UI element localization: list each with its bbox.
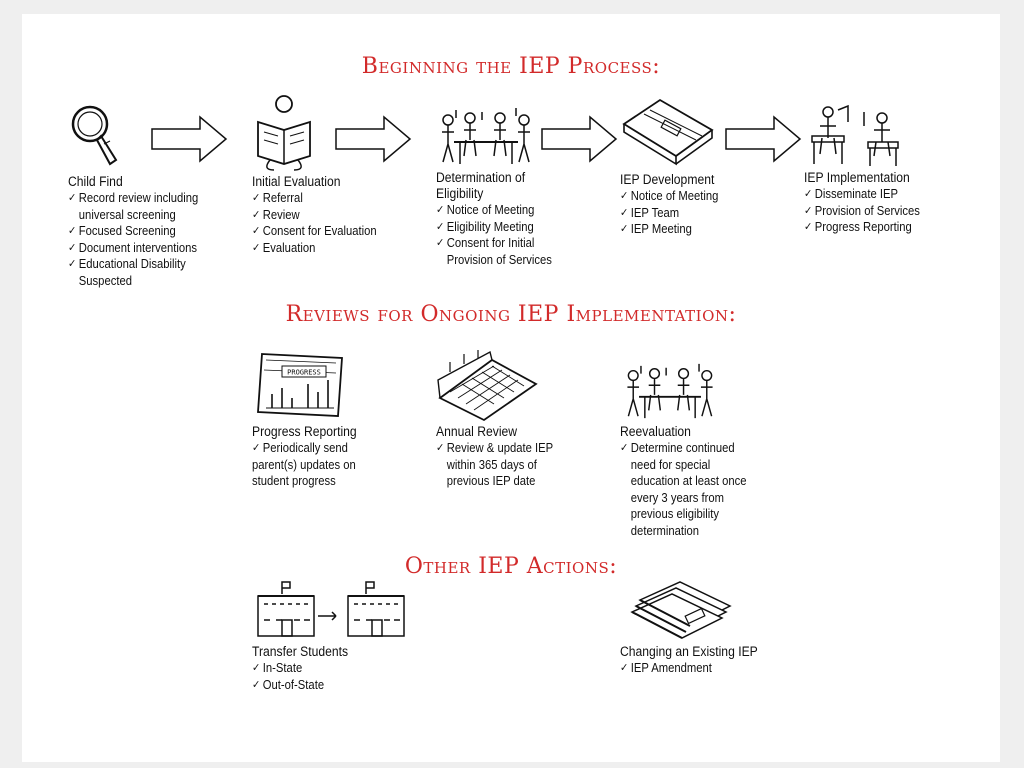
action-changing-existing-iep: Changing an Existing IEP IEP Amendment	[620, 580, 773, 677]
document-stack-icon	[630, 581, 732, 639]
list-item: Determine continued	[620, 440, 747, 457]
review-list: Review & update IEP within 365 days of p…	[436, 440, 566, 490]
list-item: Out-of-State	[252, 677, 396, 694]
action-title: Changing an Existing IEP	[620, 644, 758, 659]
step-title: Child Find	[68, 174, 123, 189]
list-item: within 365 days of	[446, 457, 537, 472]
magnifying-glass-icon	[71, 105, 118, 166]
chart-label: PROGRESS	[287, 369, 321, 377]
list-item: universal screening	[78, 207, 176, 222]
list-item: Evaluation	[252, 240, 377, 257]
diagram-sheet: Beginning the IEP Process: Child Find Re…	[22, 14, 1000, 762]
list-item: Record review including	[68, 190, 198, 207]
team-meeting-icon	[442, 108, 530, 164]
heading-beginning: Beginning the IEP Process:	[361, 54, 661, 79]
step-title-line1: Determination of	[436, 170, 526, 185]
step-list: Disseminate IEP Provision of Services Pr…	[804, 186, 933, 236]
action-transfer-students: Transfer Students In-State Out-of-State	[252, 580, 412, 693]
list-item: Disseminate IEP	[804, 186, 920, 203]
list-item: Notice of Meeting	[620, 188, 718, 205]
list-item: parent(s) updates on	[252, 457, 356, 472]
list-item: Consent for Evaluation	[252, 223, 377, 240]
progress-chart-icon: PROGRESS	[257, 353, 343, 417]
action-title: Transfer Students	[252, 644, 349, 659]
step-child-find: Child Find Record review including unive…	[68, 102, 213, 289]
list-item: Progress Reporting	[804, 219, 920, 236]
list-item: Suspected	[78, 273, 132, 288]
list-item: Provision of Services	[804, 203, 920, 220]
step-list: Notice of Meeting IEP Team IEP Meeting	[620, 188, 729, 238]
step-title: IEP Implementation	[804, 170, 910, 185]
list-item: Review & update IEP	[436, 440, 553, 457]
person-reading-icon	[257, 95, 311, 171]
list-item: Notice of Meeting	[436, 202, 552, 219]
list-item: Eligibility Meeting	[436, 219, 552, 236]
list-item: Periodically send	[252, 440, 357, 457]
binder-icon	[622, 98, 714, 166]
calendar-icon	[437, 350, 538, 422]
step-title: IEP Development	[620, 172, 715, 187]
arrow-right-icon	[151, 115, 228, 163]
step-list: Referral Review Consent for Evaluation E…	[252, 190, 390, 256]
list-item: previous eligibility	[630, 507, 719, 521]
step-iep-implementation: IEP Implementation Disseminate IEP Provi…	[804, 104, 933, 236]
arrow-right-icon	[335, 115, 412, 163]
step-list: Notice of Meeting Eligibility Meeting Co…	[436, 202, 565, 268]
arrow-right-icon	[725, 115, 802, 163]
review-title: Progress Reporting	[252, 424, 357, 439]
list-item: Consent for Initial	[436, 235, 552, 252]
review-title: Reevaluation	[620, 424, 691, 439]
action-list: IEP Amendment	[620, 660, 773, 677]
heading-reviews: Reviews for Ongoing IEP Implementation:	[285, 302, 737, 327]
school-transfer-icon	[257, 581, 405, 637]
review-progress-reporting: PROGRESS Progress Reporting Periodically…	[252, 350, 368, 490]
review-list: Determine continued need for special edu…	[620, 440, 761, 539]
arrow-right-icon	[541, 115, 618, 163]
list-item: Focused Screening	[68, 223, 198, 240]
list-item: IEP Meeting	[620, 221, 718, 238]
list-item: Referral	[252, 190, 377, 207]
step-iep-development: IEP Development Notice of Meeting IEP Te…	[620, 94, 729, 238]
list-item: student progress	[252, 474, 336, 488]
step-title: Initial Evaluation	[252, 174, 341, 189]
step-title-line2: Eligibility	[436, 186, 484, 201]
list-item: Document interventions	[68, 240, 198, 257]
review-title: Annual Review	[436, 424, 518, 439]
review-reevaluation: Reevaluation Determine continued need fo…	[620, 362, 761, 539]
list-item: In-State	[252, 660, 396, 677]
classroom-icon	[811, 104, 899, 166]
heading-other-actions: Other IEP Actions:	[404, 554, 618, 579]
list-item: IEP Amendment	[620, 660, 758, 677]
team-meeting-icon	[627, 363, 713, 419]
step-initial-evaluation: Initial Evaluation Referral Review Conse…	[252, 94, 390, 256]
review-list: Periodically send parent(s) updates on s…	[252, 440, 368, 490]
list-item: Provision of Services	[446, 252, 552, 267]
list-item: determination	[630, 523, 699, 538]
list-item: every 3 years from	[630, 490, 724, 505]
list-item: Educational Disability	[68, 256, 198, 273]
step-determination-of-eligibility: Determination of Eligibility Notice of M…	[436, 106, 565, 268]
list-item: education at least once	[630, 474, 747, 488]
step-list: Record review including universal screen…	[68, 190, 213, 289]
list-item: need for special	[630, 457, 711, 472]
action-list: In-State Out-of-State	[252, 660, 412, 693]
list-item: previous IEP date	[446, 474, 536, 488]
list-item: IEP Team	[620, 205, 718, 222]
review-annual-review: Annual Review Review & update IEP within…	[436, 350, 566, 490]
list-item: Review	[252, 207, 377, 224]
